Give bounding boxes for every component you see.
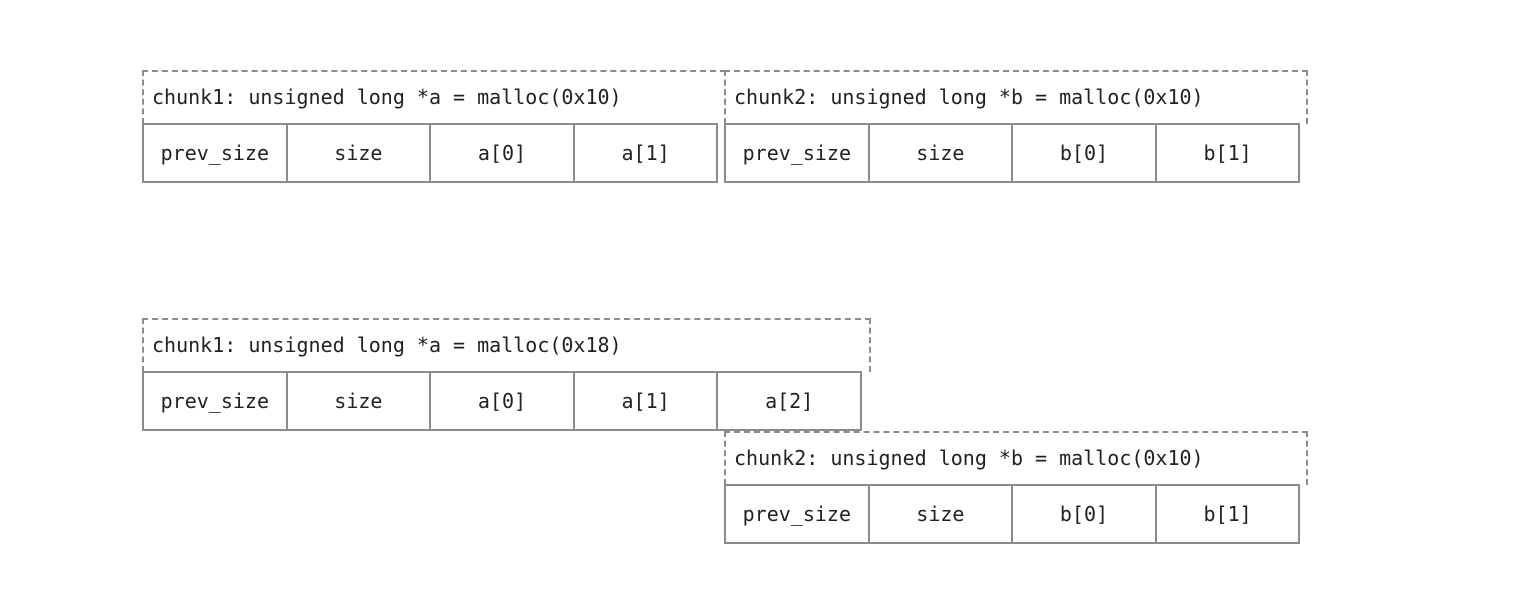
- d2-chunk1-cell-a0: a[0]: [429, 371, 575, 431]
- d1-chunk2-cell-size: size: [867, 123, 1014, 183]
- d1-chunk1-cell-prev-size: prev_size: [142, 123, 288, 183]
- d1-chunk1-cell-a0: a[0]: [429, 123, 575, 183]
- d2-chunk2-cell-prev-size: prev_size: [724, 484, 870, 544]
- d2-chunk2-cell-size: size: [867, 484, 1014, 544]
- d1-chunk2-cells: prev_size size b[0] b[1]: [724, 123, 1301, 183]
- d2-chunk1-header: chunk1: unsigned long *a = malloc(0x18): [142, 318, 871, 372]
- d1-chunk2-cell-b1: b[1]: [1154, 123, 1301, 183]
- d2-chunk1-cell-prev-size: prev_size: [142, 371, 288, 431]
- d2-chunk1-cell-a2: a[2]: [716, 371, 862, 431]
- d2-chunk2-cell-b0: b[0]: [1011, 484, 1157, 544]
- d1-chunk2-cell-prev-size: prev_size: [724, 123, 870, 183]
- d2-chunk2-header: chunk2: unsigned long *b = malloc(0x10): [724, 431, 1308, 485]
- d1-chunk1-cell-a1: a[1]: [572, 123, 719, 183]
- d2-chunk2-cell-b1: b[1]: [1154, 484, 1301, 544]
- d1-chunk1-cell-size: size: [285, 123, 432, 183]
- d1-chunk2-cell-b0: b[0]: [1011, 123, 1157, 183]
- d2-chunk1-cells: prev_size size a[0] a[1] a[2]: [142, 371, 862, 431]
- d2-chunk1-cell-a1: a[1]: [572, 371, 719, 431]
- d1-chunk1-header: chunk1: unsigned long *a = malloc(0x10): [142, 70, 726, 124]
- d2-chunk1-cell-size: size: [285, 371, 432, 431]
- d1-chunk1-cells: prev_size size a[0] a[1]: [142, 123, 719, 183]
- d1-chunk2-header: chunk2: unsigned long *b = malloc(0x10): [724, 70, 1308, 124]
- d2-chunk2-cells: prev_size size b[0] b[1]: [724, 484, 1301, 544]
